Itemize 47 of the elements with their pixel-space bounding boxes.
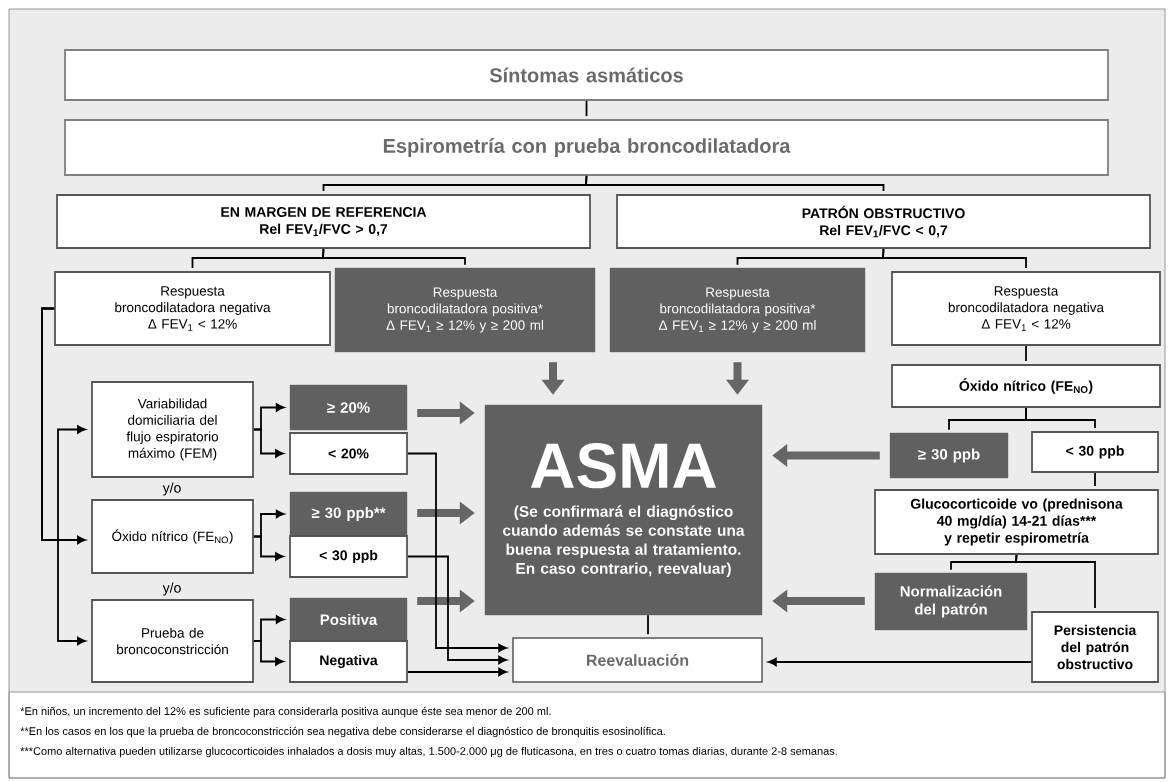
result-box: ≥ 30 ppb — [889, 432, 1009, 479]
connector-line — [1025, 345, 1027, 362]
connector-label: y/o — [162, 482, 181, 496]
result-box: Persistencia del patrón obstructivo — [1031, 611, 1159, 683]
arrow — [407, 452, 508, 653]
footnote: *En niños, un incremento del 12% es suficiente para considerarla positiva aunque éste sea menor de 200 ml. — [20, 706, 551, 718]
arrow — [41, 307, 86, 646]
category-box: PATRÓN OBSTRUCTIVO Rel FEV$_{1}$/FVC < 0,7 — [616, 194, 1151, 249]
test-box: Variabilidad domiciliaria del flujo espiratorio máximo (FEM) — [91, 381, 254, 478]
connector-line — [1094, 472, 1096, 487]
arrow — [253, 535, 284, 561]
result-box: < 30 ppb — [1031, 431, 1159, 473]
test-box: Prueba de broncoconstricción — [91, 599, 254, 683]
treatment-box: Glucocorticoide vo (prednisona 40 mg/día) 14-21 días*** y repetir espirometría — [874, 489, 1159, 555]
connector-line — [1015, 554, 1096, 609]
connector-line — [1025, 407, 1096, 429]
connector-label: y/o — [162, 582, 181, 596]
arrow — [767, 657, 1032, 667]
connector-line — [585, 100, 588, 117]
arrow — [253, 428, 284, 458]
process-box: Reevaluación — [512, 637, 763, 683]
connector-line — [322, 248, 466, 266]
test-box: Óxido nítrico (FE$_{NO}$) — [891, 364, 1161, 408]
category-box: EN MARGEN DE REFERENCIA Rel FEV$_{1}$/FVC > 0,7 — [56, 194, 591, 249]
result-box: ≥ 30 ppb** — [289, 491, 408, 537]
result-box: ≥ 20% — [289, 384, 408, 431]
result-box: Respuesta broncodilatadora positiva* Δ FEV$_{1}$ ≥ 12% y ≥ 200 ml — [609, 267, 866, 353]
result-box: Positiva — [289, 597, 408, 642]
footnote: ***Como alternativa pueden utilizarse glucocorticoides inhalados a dosis muy altas, 1.500-2.000 μg de fluticasona, en tres o cuatro tomas diarias, durante 2-8 semanas. — [20, 746, 837, 758]
diagnosis-box: ASMA (Se confirmará el diagnóstico cuando además se constate una buena respuesta al tratamiento. En caso contrario, reevaluar) — [484, 404, 763, 616]
connector-line — [882, 248, 1027, 269]
arrow — [407, 555, 508, 665]
process-box: Espirometría con prueba broncodilatadora — [64, 119, 1109, 176]
result-box: Respuesta broncodilatadora negativa Δ FEV$_{1}$ < 12% — [891, 271, 1161, 346]
footnote: **En los casos en los que la prueba de broncoconstricción sea negativa debe considerarse el diagnóstico de bronquitis esosinolífica. — [20, 726, 665, 738]
arrow — [253, 640, 284, 666]
heading-box: Síntomas asmáticos — [64, 49, 1109, 101]
result-box: Respuesta broncodilatadora negativa Δ FEV$_{1}$ < 12% — [54, 271, 331, 346]
connector-line — [585, 175, 885, 192]
result-box: Normalización del patrón — [874, 572, 1028, 631]
result-box: Negativa — [289, 640, 408, 683]
result-box: < 20% — [289, 432, 408, 475]
arrow — [407, 667, 508, 677]
test-box: Óxido nítrico (FE$_{NO}$) — [91, 499, 254, 574]
result-box: Respuesta broncodilatadora positiva* Δ FEV$_{1}$ ≥ 12% y ≥ 200 ml — [334, 267, 596, 353]
connector-line — [647, 614, 649, 636]
result-box: < 30 ppb — [289, 535, 408, 578]
